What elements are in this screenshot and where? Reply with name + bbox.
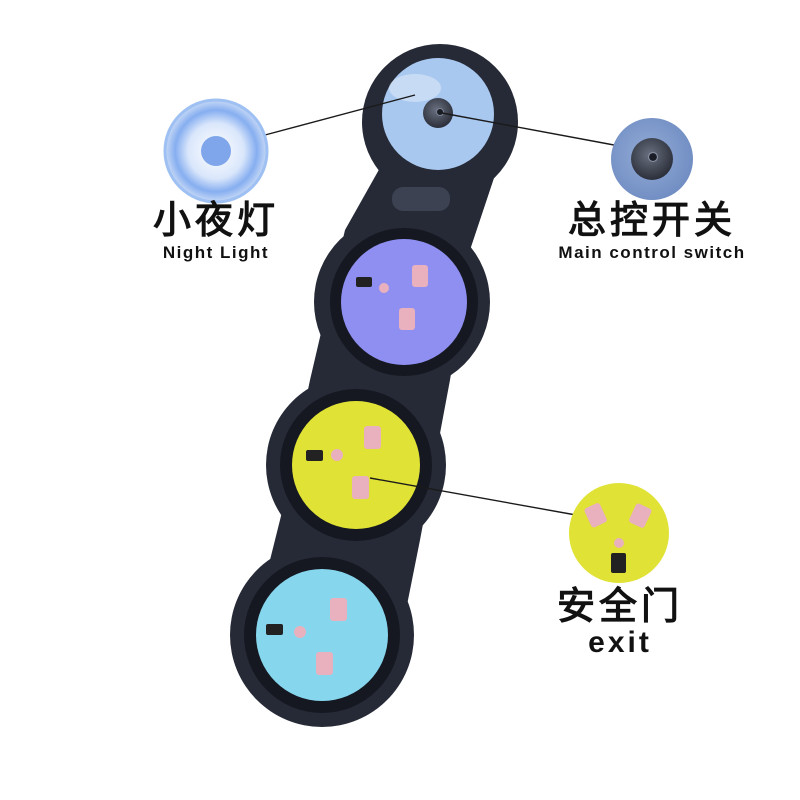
callout-main-switch-en: Main control switch [558, 243, 746, 262]
power-button-dot [436, 108, 444, 116]
socket-earth-hole [294, 626, 306, 638]
socket-earth-hole [331, 449, 343, 461]
callout-main-switch-zh: 总控开关 [567, 198, 736, 242]
outlet-icon [244, 557, 400, 713]
outlet-icon [569, 483, 669, 583]
safety-shutter-icon [611, 553, 626, 573]
callout-night-light-zh: 小夜灯 [152, 198, 279, 242]
callout-main-switch: 总控开关 Main control switch [546, 198, 758, 264]
night-light-icon [163, 98, 269, 204]
safety-door-earth [614, 538, 624, 548]
socket-earth-hole [379, 283, 389, 293]
callout-safety-door-zh: 安全门 [556, 584, 683, 628]
safety-shutter-icon [356, 277, 372, 287]
socket-contact [364, 426, 381, 449]
leader-main-switch [441, 112, 615, 146]
callout-night-light: 小夜灯 Night Light [128, 198, 304, 264]
socket-contact [412, 265, 428, 287]
safety-door-contact [584, 503, 607, 528]
socket-face-yellow[interactable] [292, 401, 420, 529]
leader-lines [264, 94, 615, 516]
socket-contact [316, 652, 333, 675]
callout-safety-door: 安全门 exit [540, 584, 700, 658]
safety-shutter-icon [306, 450, 323, 461]
outlet-icon [330, 228, 478, 376]
power-button-icon [611, 118, 693, 200]
outlet-icon [280, 389, 432, 541]
night-light-zoom-rim [163, 98, 269, 204]
night-light-reflection [389, 74, 441, 102]
main-switch-zoom-dot [647, 151, 659, 163]
socket-face-cyan[interactable] [256, 569, 388, 701]
leader-safety-door [369, 477, 577, 516]
night-light-head [382, 58, 494, 211]
safety-door-contact [629, 503, 652, 528]
night-light-zoom-center [201, 136, 231, 166]
safety-shutter-icon [266, 624, 283, 635]
callout-safety-door-en: exit [588, 626, 652, 659]
socket-contact [330, 598, 347, 621]
socket-contact [399, 308, 415, 330]
callout-night-light-en: Night Light [162, 243, 270, 262]
socket-contact [352, 476, 369, 499]
indicator-slot [392, 187, 450, 211]
socket-face-purple[interactable] [341, 239, 467, 365]
leader-night-light [264, 94, 416, 136]
